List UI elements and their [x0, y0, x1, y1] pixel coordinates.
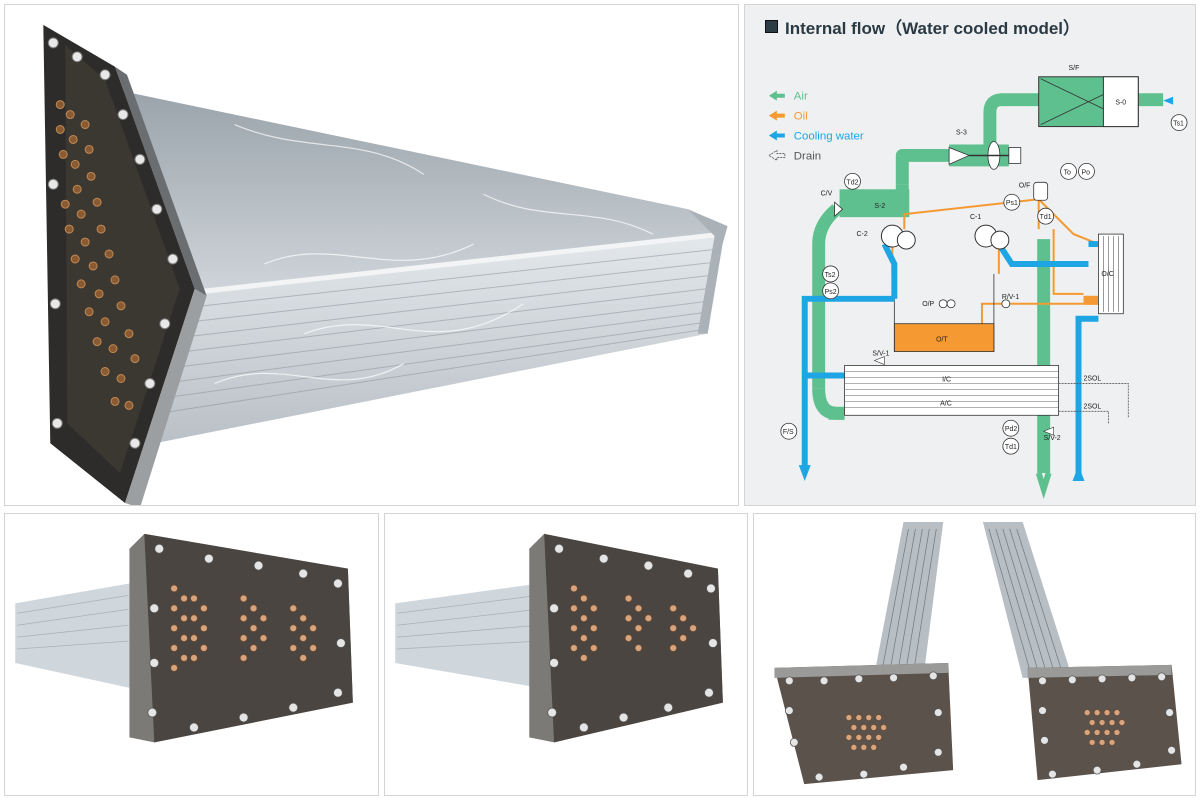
label-cv: C/V [821, 190, 833, 197]
label-pd2: Pd2 [1005, 426, 1018, 433]
td2-sensor-icon [844, 172, 861, 190]
s0-silencer [1102, 76, 1139, 128]
label-c1: C-1 [970, 214, 981, 221]
label-of: O/F [1019, 182, 1031, 189]
heat-exchanger-side-photo-2 [395, 533, 723, 743]
label-td2: Td2 [847, 179, 859, 186]
title-square-icon [765, 19, 778, 33]
label-c2: C-2 [857, 231, 868, 238]
label-ts2: Ts2 [825, 272, 836, 279]
legend-oil-arrow-icon [768, 110, 785, 121]
pd2-sensor-icon [1002, 419, 1020, 437]
of-oil-filter [1033, 181, 1049, 201]
front-view-photo-panel [753, 513, 1196, 796]
heat-exchanger-photo [43, 24, 728, 505]
label-op: O/P [922, 301, 934, 308]
legend-drain: Drain [794, 150, 821, 162]
label-sv1: S/V-1 [872, 351, 889, 358]
diagram-title: Internal flow（Water cooled model） [785, 18, 1081, 38]
label-ac: A/C [940, 400, 952, 407]
label-ot: O/T [936, 337, 948, 344]
legend-oil: Oil [794, 111, 808, 123]
legend: Air Oil Cooling water Drain [768, 90, 864, 162]
label-to: To [1064, 169, 1071, 176]
legend-air-arrow-icon [768, 90, 785, 101]
label-td1-bottom: Td1 [1005, 444, 1017, 451]
label-s0: S-0 [1115, 100, 1126, 107]
td1-bottom-sensor-icon [1002, 437, 1020, 455]
label-po: Po [1082, 169, 1091, 176]
label-ps1: Ps1 [1006, 200, 1018, 207]
legend-air: Air [794, 91, 808, 103]
label-s2: S-2 [874, 203, 885, 210]
ps2-sensor-icon [822, 282, 839, 300]
side-view-photo-panel-2 [384, 513, 748, 796]
legend-cooling-water: Cooling water [794, 131, 864, 143]
ts1-sensor-icon [1170, 114, 1188, 131]
s2-separator-block [839, 189, 910, 218]
legend-cooling-water-arrow-icon [768, 130, 785, 141]
label-oc: O/C [1101, 271, 1113, 278]
td1-top-sensor-icon [1037, 207, 1055, 225]
label-sf: S/F [1069, 65, 1080, 72]
fs-sensor-icon [780, 422, 798, 440]
po-sensor-icon [1078, 163, 1095, 180]
label-s3: S-3 [956, 130, 967, 137]
label-sol2: 2SOL [1083, 403, 1101, 410]
diagram-title-row: Internal flow（Water cooled model） [765, 14, 1080, 38]
legend-drain-arrow-icon [768, 149, 786, 162]
label-td1-top: Td1 [1040, 214, 1052, 221]
label-ts1: Ts1 [1173, 121, 1184, 128]
label-sol1: 2SOL [1083, 375, 1101, 382]
flow-diagram: Air Oil Cooling water Drain S/F [768, 65, 1188, 499]
label-fs: F/S [783, 429, 794, 436]
ps1-sensor-icon [1003, 193, 1021, 211]
to-sensor-icon [1060, 163, 1077, 180]
ic-ac-cooler [844, 365, 1060, 416]
side-view-photo-panel-1 [4, 513, 379, 796]
label-rv1: R/V-1 [1002, 294, 1020, 301]
main-photo-panel [4, 4, 739, 506]
label-sv2: S/V-2 [1044, 435, 1061, 442]
internal-flow-diagram-panel: Internal flow（Water cooled model） Air Oi… [744, 4, 1196, 506]
oc-oil-cooler [1098, 233, 1124, 315]
ts2-sensor-icon [822, 265, 839, 283]
label-ic: I/C [942, 376, 951, 383]
label-ps2: Ps2 [825, 289, 837, 296]
heat-exchanger-pair-photo [774, 521, 1182, 785]
heat-exchanger-side-photo-1 [15, 533, 353, 743]
